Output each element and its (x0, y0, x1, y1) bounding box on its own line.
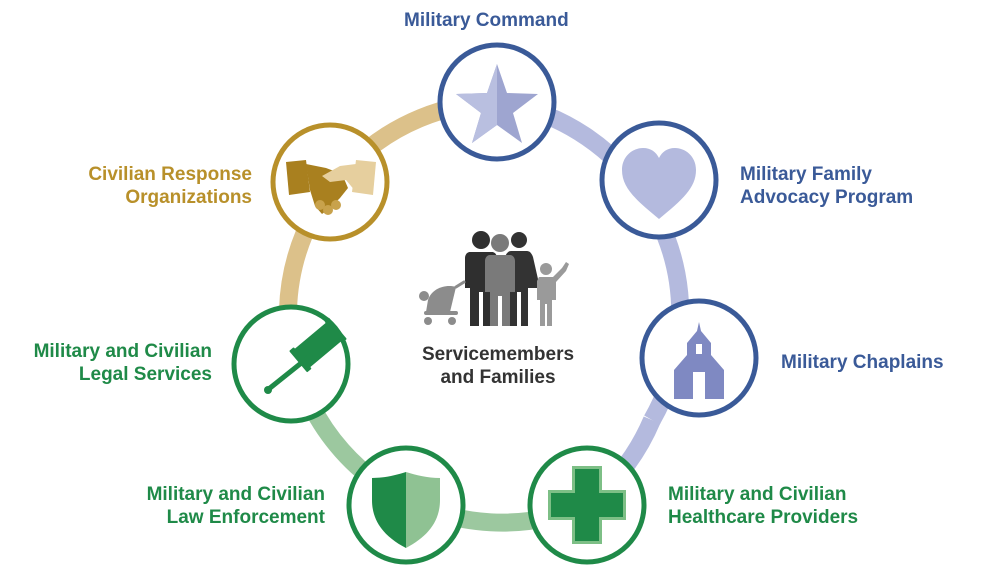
label-healthcare-line2: Healthcare Providers (668, 507, 859, 528)
medical-cross-icon (548, 466, 626, 544)
stroller-icon (419, 280, 466, 325)
node-civilian-response (270, 122, 390, 242)
node-chaplains (639, 298, 759, 418)
gavel-icon (264, 317, 347, 394)
node-legal-services (231, 304, 351, 424)
node-family-advocacy (599, 120, 719, 240)
label-family-advocacy: Military Family Advocacy Program (740, 163, 913, 209)
label-law-enforcement-line2: Law Enforcement (166, 507, 325, 528)
label-legal-services: Military and Civilian Legal Services (34, 340, 212, 386)
label-civilian-response: Civilian Response Organizations (88, 163, 252, 209)
label-legal-services-line1: Military and Civilian (33, 341, 212, 362)
node-military-command (437, 42, 557, 162)
label-healthcare: Military and Civilian Healthcare Provide… (668, 483, 858, 529)
shield-icon (372, 472, 440, 548)
label-military-command: Military Command (404, 10, 569, 31)
label-civilian-response-line1: Civilian Response (88, 164, 252, 185)
node-healthcare (527, 445, 647, 565)
heart-icon (622, 148, 696, 219)
label-law-enforcement-line1: Military and Civilian (146, 484, 325, 505)
star-icon (456, 64, 538, 143)
center-label-line1: Servicemembers (421, 344, 575, 365)
label-legal-services-line2: Legal Services (78, 364, 212, 385)
label-chaplains: Military Chaplains (781, 352, 944, 373)
center-label-line2: and Families (440, 367, 556, 388)
center-label: Servicemembers and Families (400, 343, 596, 389)
label-law-enforcement: Military and Civilian Law Enforcement (147, 483, 325, 529)
chapel-icon (674, 322, 724, 399)
label-family-advocacy-line2: Advocacy Program (740, 187, 914, 208)
node-law-enforcement (346, 445, 466, 565)
label-civilian-response-line2: Organizations (125, 187, 252, 208)
label-family-advocacy-line1: Military Family (740, 164, 872, 185)
handshake-icon (286, 160, 376, 215)
family-icon (419, 231, 569, 326)
label-healthcare-line1: Military and Civilian (668, 484, 847, 505)
